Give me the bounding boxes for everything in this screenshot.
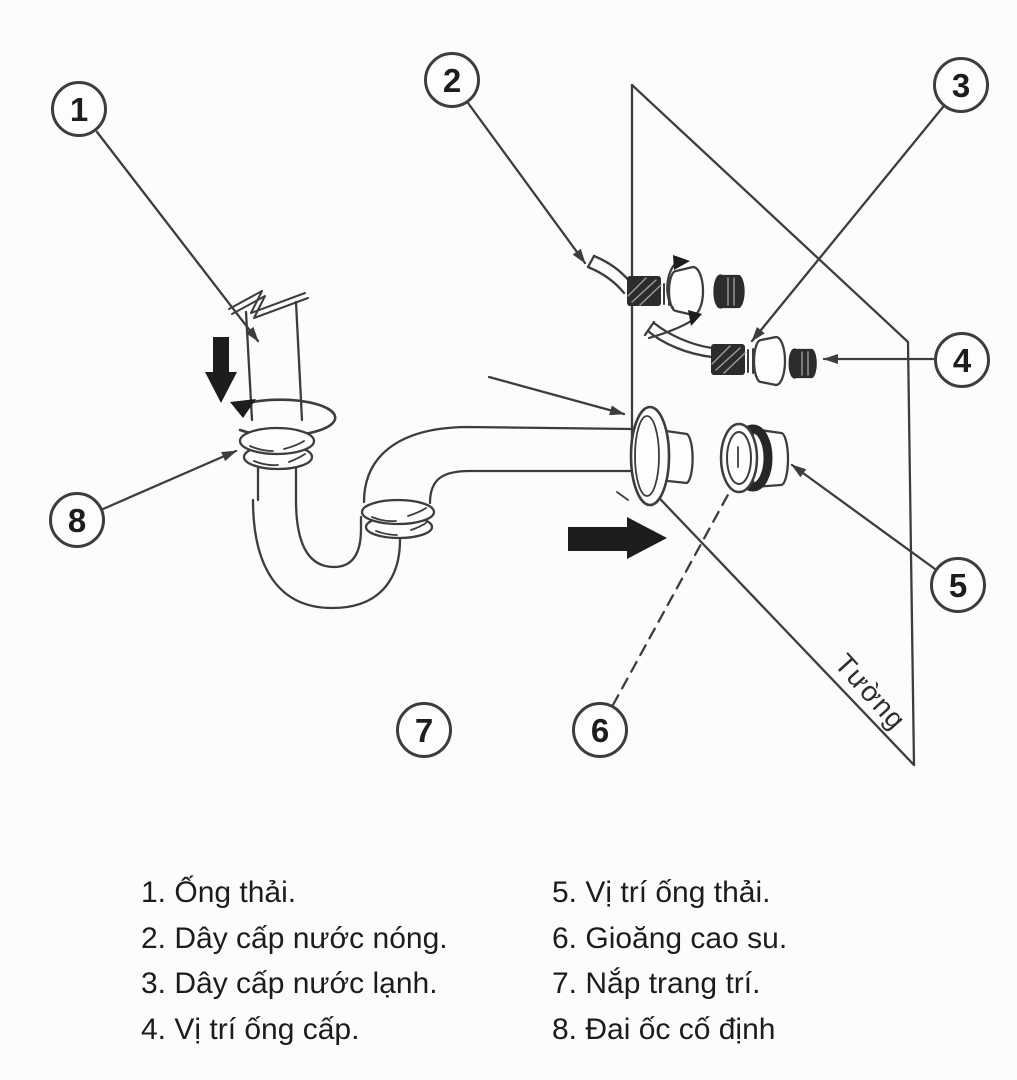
- leader-line-8: [101, 449, 238, 511]
- leader-line-7: [487, 375, 626, 416]
- leader-lines: [95, 101, 945, 707]
- horizontal-pipe-bottom: [428, 469, 635, 505]
- callout-3: 3: [933, 57, 989, 113]
- push-right-arrow: [568, 517, 667, 559]
- plumbing-diagram-svg: [95, 83, 945, 767]
- legend-item-6: 6. Gioăng cao su.: [552, 921, 788, 955]
- leader-line-6-dashed: [611, 489, 732, 707]
- supply-nut-cold: [788, 348, 817, 379]
- hot-water-hose: [586, 254, 745, 317]
- legend-item-5: 5. Vị trí ống thải.: [552, 876, 771, 909]
- hose-nut-cold: [752, 335, 787, 387]
- callout-6-number: 6: [590, 711, 610, 749]
- rotate-arrow-cold: [647, 310, 702, 340]
- legend-item-4: 4. Vị trí ống cấp.: [141, 1012, 360, 1046]
- legend-left-column: 1. Ống thải. 2. Dây cấp nước nóng. 3. Dâ…: [141, 870, 541, 1052]
- cold-water-hose: [643, 310, 817, 387]
- decorative-cap-flange: [616, 405, 694, 507]
- callout-4: 4: [934, 332, 990, 388]
- callout-2: 2: [424, 52, 480, 108]
- wall-socket-cup: [719, 422, 790, 494]
- pipe-break-symbol: [228, 290, 309, 319]
- callout-5-number: 5: [948, 566, 968, 604]
- leader-line-3: [750, 105, 945, 343]
- supply-nut-hot: [713, 274, 745, 309]
- leader-line-5: [790, 463, 937, 571]
- rotate-arrow-hot: [666, 255, 690, 310]
- callout-1: 1: [51, 81, 107, 137]
- u-bend-inner: [294, 498, 363, 569]
- legend-item-7: 7. Nắp trang trí.: [552, 967, 761, 1000]
- legend-item-1: 1. Ống thải.: [141, 876, 297, 909]
- callout-6: 6: [572, 702, 628, 758]
- callout-3-number: 3: [951, 66, 971, 104]
- push-down-arrow: [205, 337, 237, 403]
- callout-8: 8: [49, 492, 105, 548]
- legend-right-column: 5. Vị trí ống thải. 6. Gioăng cao su. 7.…: [552, 870, 982, 1052]
- trap-slip-nut: [360, 498, 436, 540]
- leader-line-1: [95, 130, 260, 343]
- callout-2-number: 2: [442, 61, 462, 99]
- leader-line-2: [466, 101, 587, 265]
- hose-nut-hot: [667, 265, 705, 317]
- callout-1-number: 1: [69, 90, 89, 128]
- legend-item-8: 8. Đai ốc cố định: [552, 1012, 776, 1046]
- fixing-nut: [238, 426, 316, 471]
- horizontal-pipe-top: [362, 425, 635, 504]
- legend-item-2: 2. Dây cấp nước nóng.: [141, 921, 448, 955]
- wall-outline: [630, 83, 916, 767]
- p-trap-assembly: [228, 290, 635, 610]
- callout-7-number: 7: [414, 711, 434, 749]
- legend-item-3: 3. Dây cấp nước lạnh.: [141, 967, 438, 1000]
- callout-8-number: 8: [67, 501, 87, 539]
- u-bend-outer: [251, 498, 402, 610]
- callout-5: 5: [930, 557, 986, 613]
- callout-4-number: 4: [952, 341, 972, 379]
- callout-7: 7: [396, 702, 452, 758]
